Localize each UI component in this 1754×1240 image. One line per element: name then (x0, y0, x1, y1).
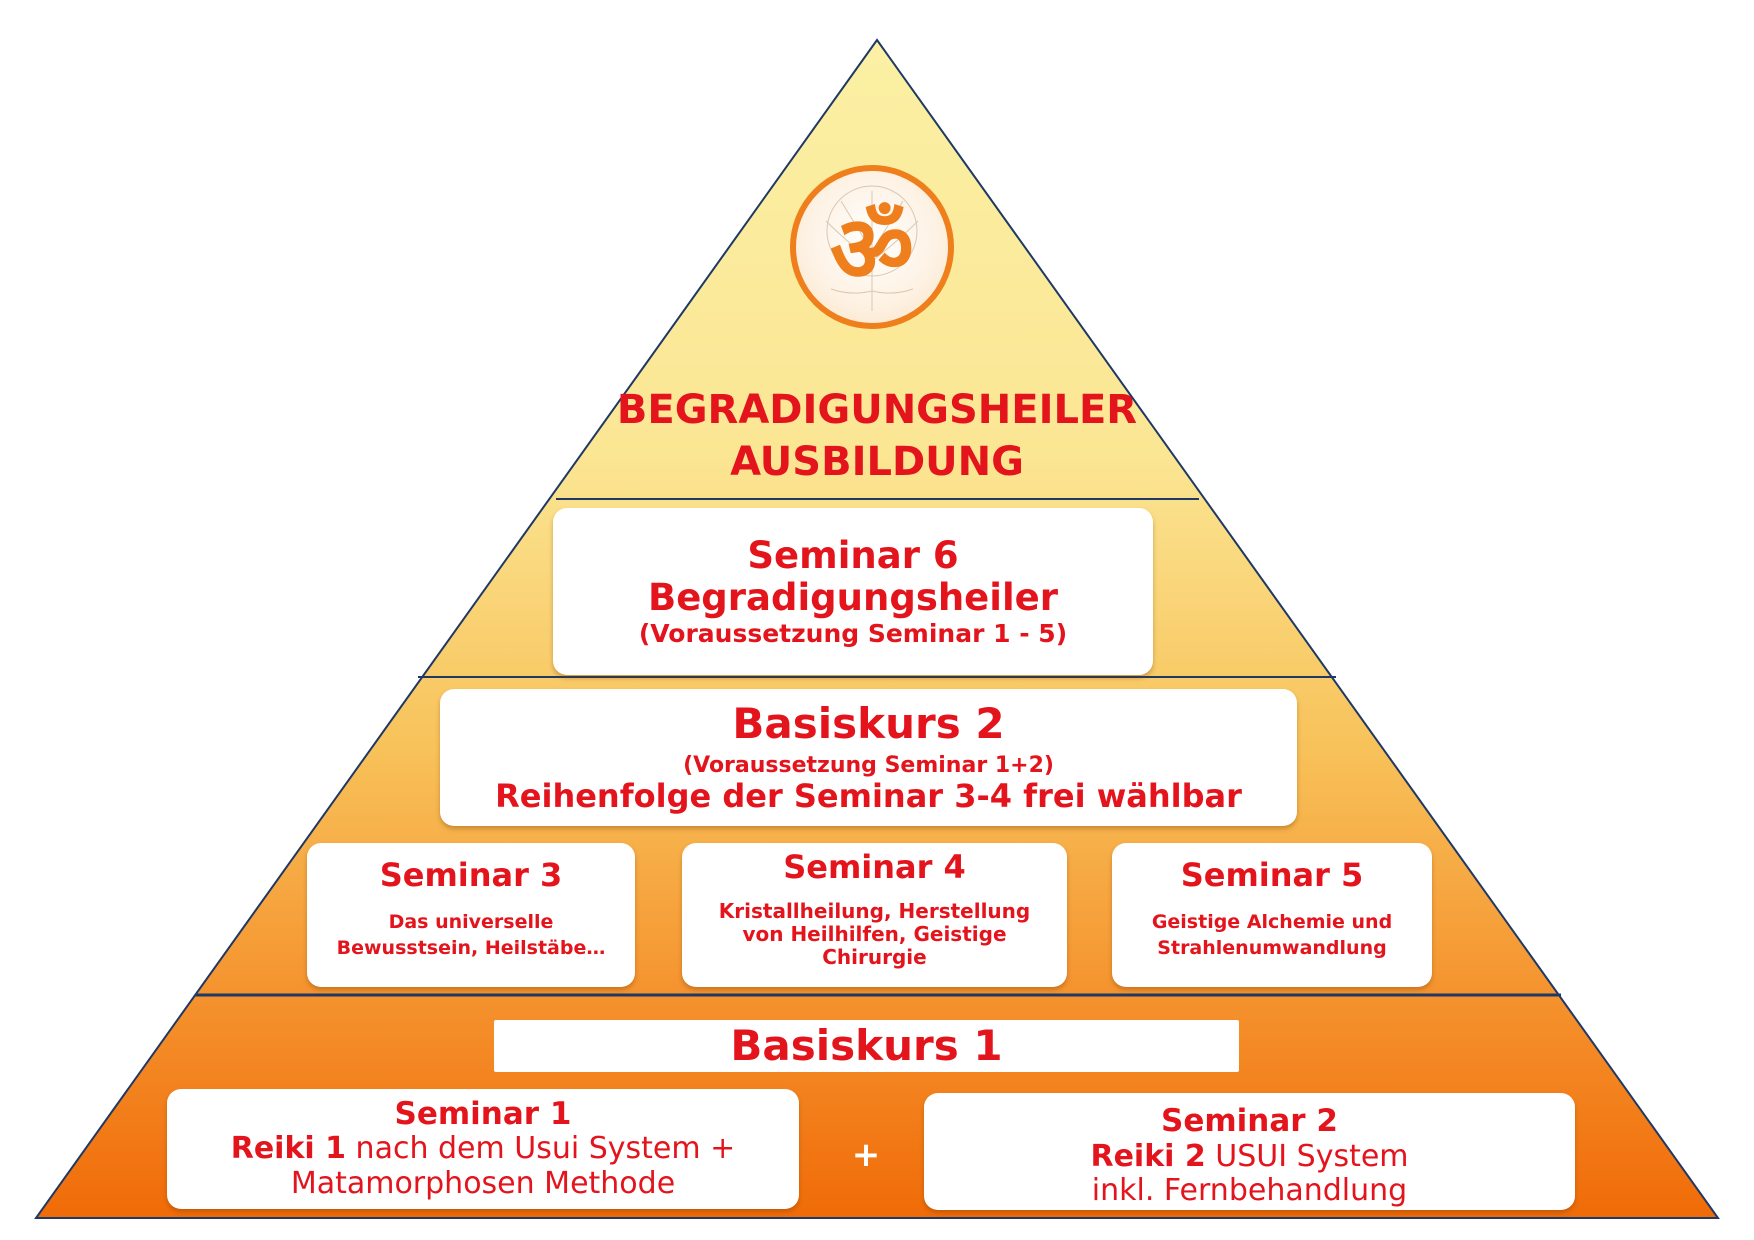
seminar-1-box: Seminar 1 Reiki 1 nach dem Usui System +… (167, 1089, 799, 1209)
apex-title-line2: AUSBILDUNG (730, 439, 1024, 485)
basiskurs-2-title: Basiskurs 2 (732, 699, 1005, 749)
seminar-6-box: Seminar 6 Begradigungsheiler (Voraussetz… (553, 508, 1153, 675)
plus-sign: + (851, 1135, 881, 1175)
seminar-2-line1-bold: Reiki 2 (1090, 1138, 1206, 1174)
seminar-1-line1-rest: nach dem Usui System + (346, 1131, 736, 1167)
seminar-3-title: Seminar 3 (379, 856, 563, 894)
seminar-2-line2: inkl. Fernbehandlung (1091, 1173, 1408, 1209)
seminar-4-line2: von Heilhilfen, Geistige (742, 921, 1007, 946)
seminar-1-line1: Reiki 1 nach dem Usui System + (231, 1132, 736, 1167)
seminar-3-line2: Bewusstsein, Heilstäbe… (336, 936, 606, 959)
basiskurs-1-box: Basiskurs 1 (494, 1020, 1239, 1072)
tree-of-life-icon (825, 185, 919, 311)
basiskurs-1-title: Basiskurs 1 (730, 1020, 1003, 1070)
seminar-6-subtitle: Begradigungsheiler (648, 576, 1058, 620)
seminar-5-line1: Geistige Alchemie und (1151, 910, 1393, 933)
seminar-5-line2: Strahlenumwandlung (1157, 936, 1387, 959)
seminar-5-box: Seminar 5 Geistige Alchemie und Strahlen… (1112, 843, 1432, 987)
seminar-3-line1: Das universelle (388, 910, 554, 933)
seminar-2-title: Seminar 2 (1161, 1103, 1338, 1140)
seminar-1-title: Seminar 1 (394, 1095, 572, 1132)
apex-title-line1: BEGRADIGUNGSHEILER (616, 387, 1138, 433)
basiskurs-2-note: (Voraussetzung Seminar 1+2) (683, 752, 1054, 778)
seminar-2-line1: Reiki 2 USUI System (1090, 1138, 1409, 1175)
seminar-4-title: Seminar 4 (783, 848, 966, 886)
seminar-4-line3: Chirurgie (822, 944, 927, 969)
seminar-1-line2: Matamorphosen Methode (290, 1165, 676, 1201)
basiskurs-2-info: Reihenfolge der Seminar 3-4 frei wählbar (495, 776, 1242, 815)
seminar-1-line1-bold: Reiki 1 (230, 1131, 347, 1167)
basiskurs-2-box: Basiskurs 2 (Voraussetzung Seminar 1+2) … (440, 689, 1297, 826)
om-glyph: ॐ (830, 196, 914, 303)
seminar-6-note: (Voraussetzung Seminar 1 - 5) (638, 618, 1068, 648)
seminar-3-box: Seminar 3 Das universelle Bewusstsein, H… (307, 843, 635, 987)
seminar-4-line1: Kristallheilung, Herstellung (718, 898, 1031, 923)
seminar-2-line1-rest: USUI System (1205, 1138, 1409, 1174)
seminar-5-title: Seminar 5 (1180, 856, 1364, 894)
seminar-6-title: Seminar 6 (747, 533, 959, 577)
om-symbol-icon: ॐ (790, 165, 954, 329)
seminar-4-box: Seminar 4 Kristallheilung, Herstellung v… (682, 843, 1067, 987)
seminar-2-box: Seminar 2 Reiki 2 USUI System inkl. Fern… (924, 1093, 1575, 1210)
